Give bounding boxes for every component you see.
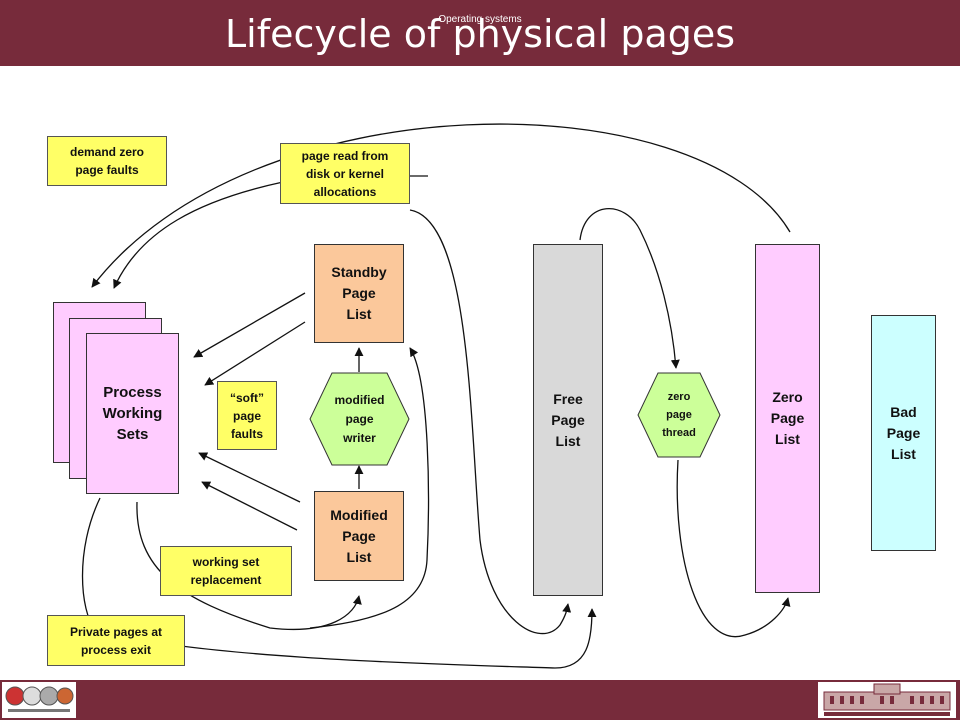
bad-page-list-label: Bad Page List (886, 403, 921, 462)
arrow-ws-to-modified (136, 501, 362, 630)
note-demand-zero-page-faults: demand zero page faults (47, 136, 167, 186)
slide-title: Lifecycle of physical pages (224, 12, 736, 56)
arrow-zero-thread-to-zero-list (676, 459, 791, 638)
bad-page-list: Bad Page List (871, 315, 936, 551)
free-page-list-label: Free Page List (551, 390, 585, 449)
zero-page-thread-hexagon (637, 372, 721, 458)
university-seal-logo (2, 682, 76, 718)
modified-page-writer-label: modified page writer (334, 392, 385, 445)
modified-page-list-label: Modified Page List (330, 506, 388, 565)
note-page-read: page read from disk or kernel allocation… (280, 143, 410, 204)
standby-page-list: Standby Page List (314, 244, 404, 343)
arrow-ws-to-standby (309, 347, 430, 629)
note-private-pages: Private pages at process exit (47, 615, 185, 666)
arrow-modified-to-ws-2 (201, 481, 298, 531)
arrow-modified-to-ws-1 (198, 452, 301, 503)
note-soft-page-faults: “soft” page faults (217, 381, 277, 450)
modified-page-writer-hexagon (309, 372, 410, 466)
footer-bar (0, 680, 960, 720)
arrow-pageread-to-free (409, 209, 572, 635)
university-building-logo (818, 682, 956, 718)
zero-page-thread-label: zero page thread (662, 391, 696, 439)
zero-page-list: Zero Page List (755, 244, 820, 593)
zero-page-list-label: Zero Page List (770, 389, 805, 447)
arrow-standby-to-ws-1 (193, 292, 306, 358)
free-page-list: Free Page List (533, 244, 603, 596)
process-working-sets: Process Working Sets (86, 333, 179, 494)
standby-page-list-label: Standby Page List (331, 264, 387, 322)
arrow-free-to-zero-thread (579, 207, 680, 369)
process-working-sets-label: Process Working Sets (102, 384, 163, 443)
arrow-zero-to-working-sets (91, 123, 791, 288)
arrow-private-to-free (81, 497, 597, 669)
arrow-pageread-to-working-sets (113, 181, 284, 289)
note-working-set-replacement: working set replacement (160, 546, 292, 596)
modified-page-list: Modified Page List (314, 491, 404, 581)
title-bar (0, 0, 960, 66)
footer-text: Operating systems (438, 14, 522, 25)
arrow-standby-to-ws-2 (204, 321, 306, 386)
